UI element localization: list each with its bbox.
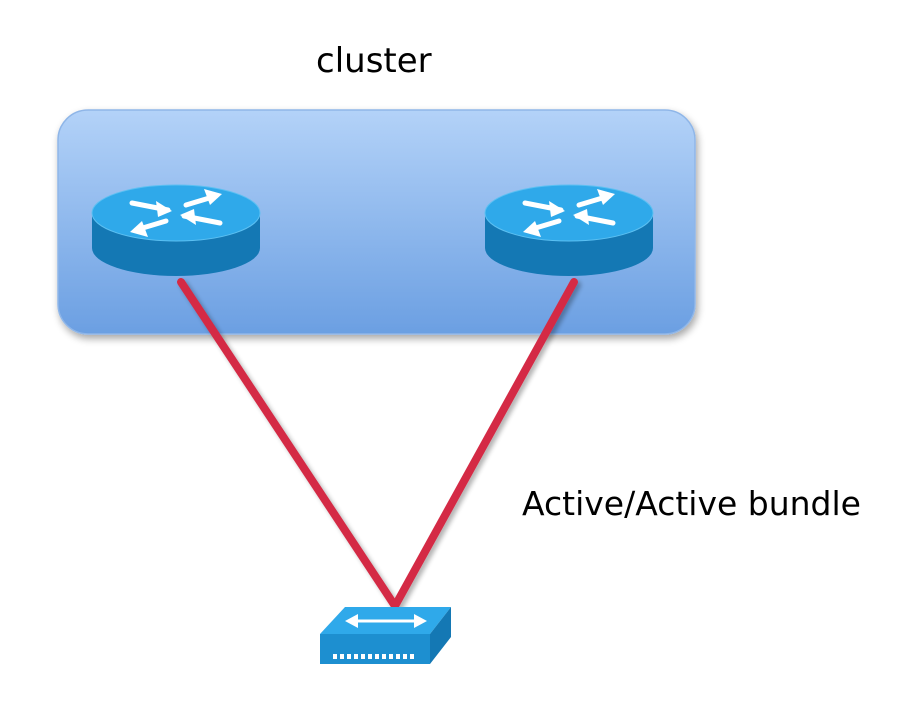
cluster-label: cluster <box>316 41 432 81</box>
link-right <box>391 278 578 610</box>
link-left <box>177 278 399 610</box>
switch-icon <box>320 607 451 664</box>
bundle-label: Active/Active bundle <box>522 484 861 523</box>
router-left-icon <box>91 184 261 276</box>
router-right-icon <box>484 184 654 276</box>
bundle-links <box>177 278 578 610</box>
cluster-box <box>57 109 696 335</box>
